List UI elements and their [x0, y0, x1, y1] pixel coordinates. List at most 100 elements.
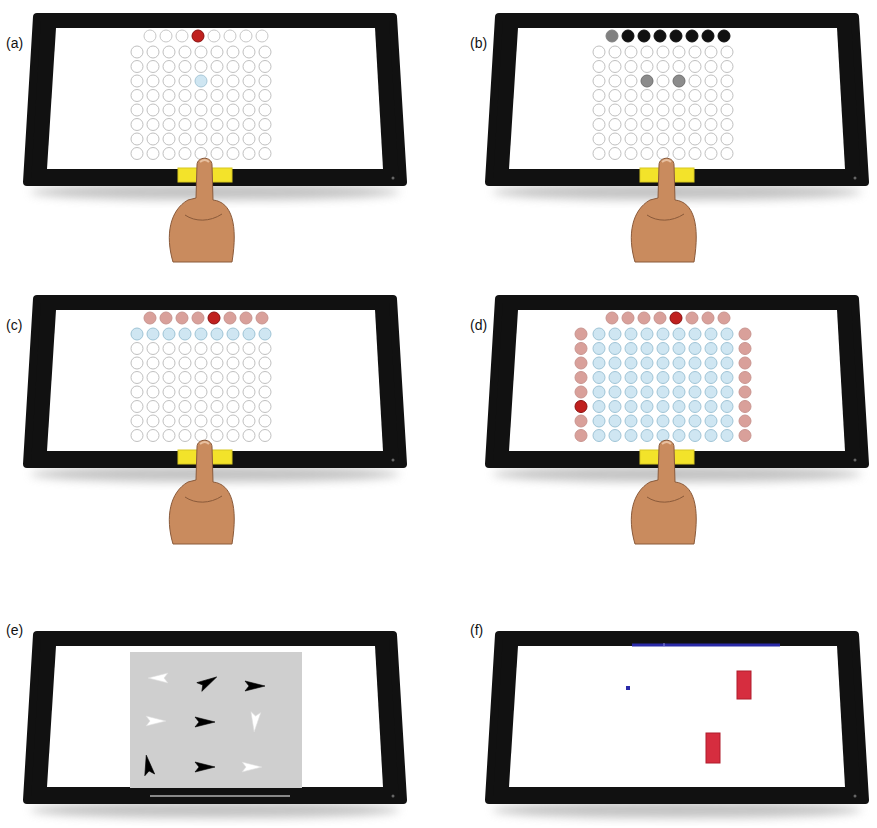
target-circle	[641, 61, 653, 73]
target-circle	[144, 30, 156, 42]
target-circle	[131, 46, 143, 58]
arrow-head	[195, 717, 215, 727]
target-circle	[147, 46, 159, 58]
target-circle	[657, 372, 669, 384]
arrow-head	[249, 712, 261, 733]
panel-label: (f)	[470, 622, 483, 638]
target-circle	[179, 75, 191, 87]
target-circle	[195, 386, 207, 398]
target-circle	[211, 148, 223, 160]
target-circle	[163, 75, 175, 87]
target-circle	[163, 386, 175, 398]
target-circle	[259, 61, 271, 73]
target-circle	[243, 104, 255, 116]
target-circle	[609, 61, 621, 73]
target-circle	[625, 415, 637, 427]
target-circle	[689, 119, 701, 131]
target-circle	[224, 30, 236, 42]
target-circle	[625, 430, 637, 442]
target-circle	[211, 415, 223, 427]
target-circle	[259, 75, 271, 87]
target-circle	[593, 430, 605, 442]
target-circle	[641, 75, 653, 87]
target-circle	[705, 415, 717, 427]
target-circle	[593, 119, 605, 131]
target-circle	[163, 46, 175, 58]
target-circle	[625, 133, 637, 145]
target-circle	[259, 401, 271, 413]
target-circle	[673, 133, 685, 145]
target-circle	[721, 90, 733, 102]
target-circle	[243, 75, 255, 87]
target-circle	[259, 415, 271, 427]
arrow-stimulus	[146, 716, 166, 726]
tablet-dot	[392, 177, 395, 180]
target-circle	[593, 75, 605, 87]
target-circle	[176, 312, 188, 324]
target-circle	[163, 357, 175, 369]
target-circle	[689, 386, 701, 398]
target-circle	[259, 119, 271, 131]
target-circle	[195, 104, 207, 116]
target-circle	[163, 61, 175, 73]
target-circle	[657, 386, 669, 398]
target-circle	[705, 119, 717, 131]
target-circle	[575, 401, 587, 413]
target-circle	[673, 90, 685, 102]
target-circle	[702, 312, 714, 324]
target-circle	[131, 61, 143, 73]
target-circle	[211, 90, 223, 102]
target-circle	[689, 357, 701, 369]
target-circle	[641, 386, 653, 398]
target-circle	[641, 401, 653, 413]
target-circle	[179, 401, 191, 413]
target-circle	[593, 90, 605, 102]
target-circle	[689, 430, 701, 442]
target-circle	[575, 343, 587, 355]
target-circle	[641, 372, 653, 384]
target-circle	[609, 343, 621, 355]
target-circle	[147, 372, 159, 384]
target-circle	[657, 46, 669, 58]
target-circle	[195, 401, 207, 413]
target-circle	[721, 133, 733, 145]
target-circle	[721, 430, 733, 442]
target-circle	[240, 30, 252, 42]
tablet-frame	[489, 299, 865, 464]
arrow-stimulus	[249, 712, 261, 733]
target-circle	[739, 343, 751, 355]
red-block	[706, 733, 720, 763]
target-circle	[259, 46, 271, 58]
target-circle	[227, 75, 239, 87]
target-circle	[721, 343, 733, 355]
target-circle	[721, 75, 733, 87]
target-circle	[638, 312, 650, 324]
target-circle	[705, 386, 717, 398]
target-circle	[227, 386, 239, 398]
target-circle	[606, 312, 618, 324]
target-circle	[609, 75, 621, 87]
target-circle	[227, 46, 239, 58]
target-circle	[670, 30, 682, 42]
target-circle	[721, 119, 733, 131]
tablet-frame	[27, 635, 403, 800]
target-circle	[195, 328, 207, 340]
target-circle	[609, 133, 621, 145]
target-circle	[575, 415, 587, 427]
target-circle	[702, 30, 714, 42]
target-circle	[227, 343, 239, 355]
tablet-frame	[489, 635, 865, 800]
target-circle	[654, 30, 666, 42]
arrow-stimulus	[242, 762, 262, 772]
target-circle	[211, 46, 223, 58]
target-circle	[721, 46, 733, 58]
target-circle	[227, 357, 239, 369]
target-circle	[641, 90, 653, 102]
target-circle	[575, 386, 587, 398]
target-circle	[208, 312, 220, 324]
target-circle	[131, 401, 143, 413]
target-circle	[739, 401, 751, 413]
target-circle	[721, 357, 733, 369]
target-circle	[641, 119, 653, 131]
